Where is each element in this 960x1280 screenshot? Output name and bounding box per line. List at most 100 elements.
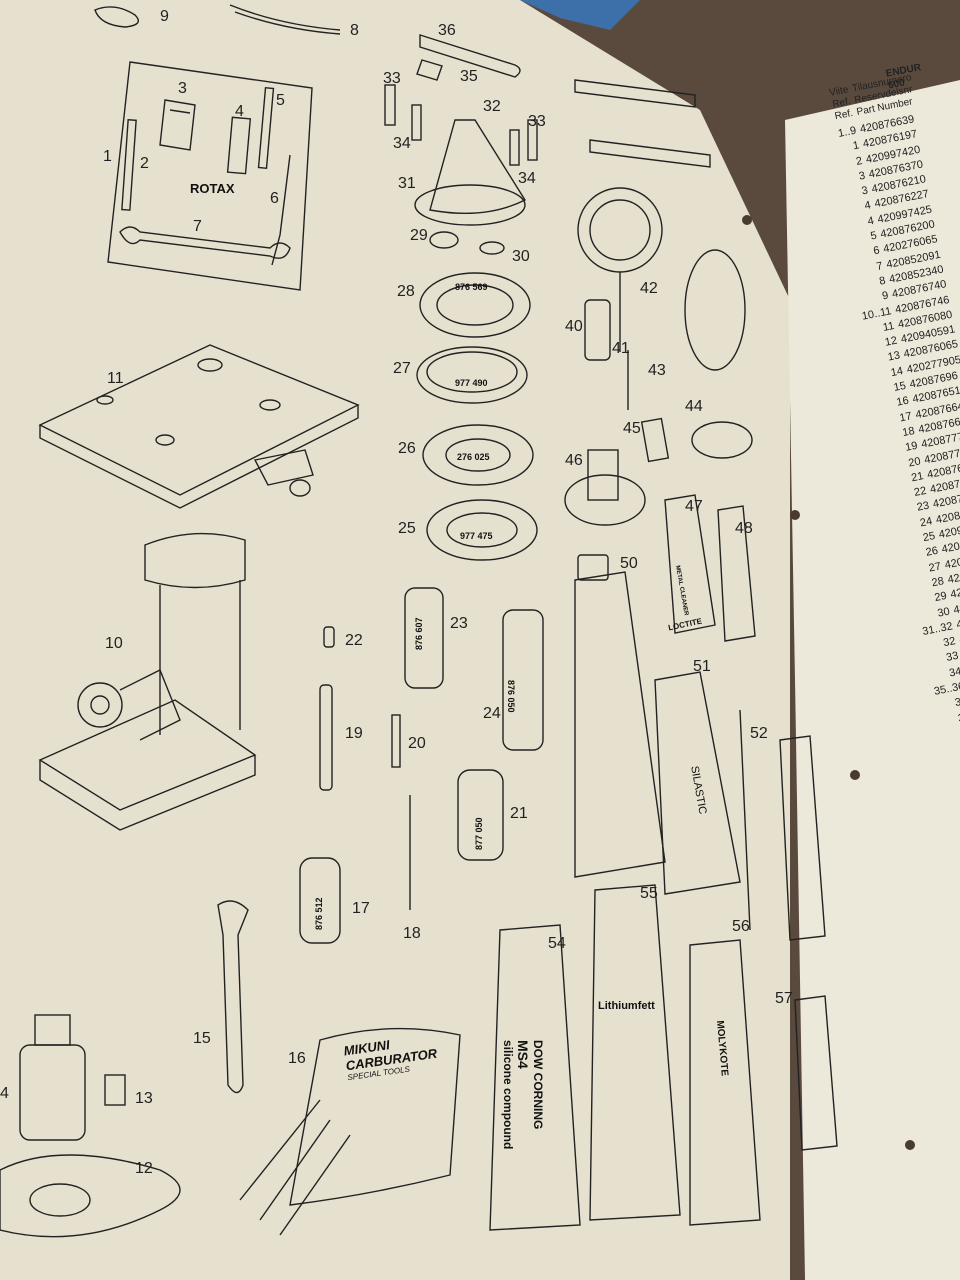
pin-20 [391,714,401,768]
dow-corning-label: DOW CORNING MS4 silicone compound [501,1040,545,1149]
socket-3 [159,99,196,151]
cup-44 [691,421,753,459]
callout-54: 54 [548,935,566,952]
nut-35 [416,59,443,81]
dow-line3: silicone compound [501,1040,515,1150]
callout-16: 16 [288,1050,306,1067]
callout-7: 7 [193,218,202,235]
disc-29 [429,231,459,249]
pin-22 [323,626,335,648]
callout-20: 20 [408,735,426,752]
ring-26 [422,424,534,486]
part-code-24: 876 050 [506,680,516,713]
binder-hole [850,770,860,780]
callout-46: 46 [565,452,583,469]
part-code-25: 977 475 [460,531,493,541]
rod-36 [419,34,521,78]
ring-27 [416,346,528,404]
callout-21: 21 [510,805,528,822]
callout-24: 24 [483,705,501,722]
puller-14 [19,1044,86,1141]
callout-2: 2 [140,155,149,172]
disc-protractor [684,249,746,371]
wrench-15 [217,900,249,1094]
callout-34b: 34 [518,170,536,187]
pin-21 [457,769,504,861]
callout-23: 23 [450,615,468,632]
bottle-53 [779,735,826,941]
dow-line2: MS4 [515,1040,531,1069]
housing-10 [144,532,246,589]
callout-44: 44 [685,398,703,415]
callout-8: 8 [350,22,359,39]
callout-45: 45 [623,420,641,437]
callout-47: 47 [685,498,703,515]
sleeve-4 [226,116,252,175]
callout-29: 29 [410,227,428,244]
tool-board [107,61,313,291]
callout-14: 4 [0,1085,9,1102]
rod-5 [257,87,275,169]
plate-45 [640,417,670,463]
rod-1 [121,119,137,211]
part-code-23: 876 607 [414,617,424,650]
part-code-17: 876 512 [314,897,324,930]
callout-3: 3 [178,80,187,97]
rotax-logo-text: ROTAX [190,181,235,196]
dow-line1: DOW CORNING [531,1040,545,1130]
callout-1: 1 [103,148,112,165]
callout-34a: 34 [393,135,411,152]
callout-42: 42 [640,280,658,297]
base-46 [564,474,646,526]
coil-part-9 [94,6,139,28]
callout-22: 22 [345,632,363,649]
part-code-21: 877 050 [474,817,484,850]
syringe-52 [739,709,751,931]
callout-33a: 33 [383,70,401,87]
ring-25 [426,499,538,561]
callout-13: 13 [135,1090,153,1107]
cone-31 [429,119,527,214]
part-code-26: 276 025 [457,452,490,462]
binder-hole [742,215,752,225]
tube-54 [489,924,581,1231]
callout-40: 40 [565,318,583,335]
part-code-27: 977 490 [455,378,488,388]
callout-51: 51 [693,658,711,675]
bottle-48 [717,505,756,642]
callout-52: 52 [750,725,768,742]
coil-part-8 [229,4,341,35]
callout-25: 25 [398,520,416,537]
binder-hole [905,1140,915,1150]
pin-19 [319,684,333,791]
callout-27: 27 [393,360,411,377]
tube-50 [574,571,666,878]
callout-12: 12 [135,1160,153,1177]
callout-36: 36 [438,22,456,39]
ring-28 [419,272,531,338]
wrench-7 [119,226,291,259]
callout-56: 56 [732,918,750,935]
callout-10: 10 [105,635,123,652]
puller-12 [0,1154,181,1238]
pin-23 [404,587,444,689]
callout-55: 55 [640,885,658,902]
pin-24 [502,609,544,751]
callout-32: 32 [483,98,501,115]
bolt-33 [384,84,396,126]
tube-56 [689,939,761,1226]
screwdriver-6 [271,154,291,266]
callout-18: 18 [403,925,421,942]
callout-17: 17 [352,900,370,917]
callout-43: 43 [648,362,666,379]
pin-17 [299,857,341,944]
tool-kit-16 [289,1027,461,1206]
callout-57: 57 [775,990,793,1007]
bottle-47 [664,494,716,634]
callout-19: 19 [345,725,363,742]
callout-30: 30 [512,248,530,265]
bolt-13 [104,1074,126,1106]
callout-50: 50 [620,555,638,572]
callout-26: 26 [398,440,416,457]
